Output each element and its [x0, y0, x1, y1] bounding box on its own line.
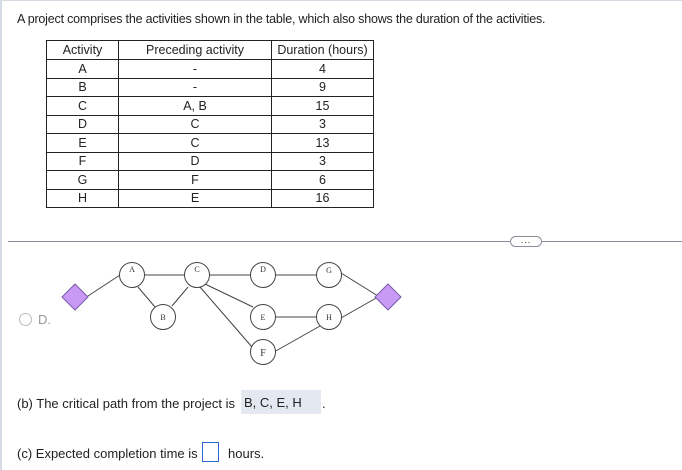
- option-d-label[interactable]: D.: [38, 312, 51, 327]
- svg-text:F: F: [260, 348, 266, 359]
- cell-duration: 9: [271, 77, 374, 97]
- top-border: [0, 0, 682, 1]
- table-row: A-4: [46, 59, 374, 79]
- expand-more-button[interactable]: ...: [510, 236, 542, 247]
- header-preceding: Preceding activity: [118, 40, 272, 60]
- cell-duration: 3: [271, 151, 374, 171]
- cell-duration: 16: [271, 188, 374, 208]
- svg-text:A: A: [129, 265, 135, 274]
- completion-time-input[interactable]: [202, 442, 219, 462]
- cell-preceding: -: [118, 59, 272, 79]
- node-e: [250, 304, 276, 330]
- cell-activity: B: [46, 77, 119, 97]
- part-b-suffix: .: [322, 396, 326, 411]
- cell-preceding: -: [118, 77, 272, 97]
- network-diagram: A B C D E F G H: [61, 262, 402, 365]
- node-g: [316, 262, 342, 288]
- node-b: [150, 304, 176, 330]
- critical-path-answer[interactable]: B, C, E, H: [241, 390, 321, 414]
- cell-preceding: F: [118, 170, 272, 190]
- cell-activity: H: [46, 188, 119, 208]
- part-b-prompt: (b) The critical path from the project i…: [17, 396, 235, 411]
- cell-duration: 13: [271, 133, 374, 153]
- header-duration: Duration (hours): [271, 40, 374, 60]
- cell-preceding: C: [118, 133, 272, 153]
- question-intro: A project comprises the activities shown…: [17, 12, 546, 26]
- cell-activity: G: [46, 170, 119, 190]
- node-f: [250, 339, 276, 365]
- node-h: [316, 304, 342, 330]
- left-border: [0, 0, 2, 470]
- cell-preceding: A, B: [118, 96, 272, 116]
- option-d-radio[interactable]: [19, 313, 32, 326]
- header-activity: Activity: [46, 40, 119, 60]
- cell-preceding: D: [118, 151, 272, 171]
- cell-activity: D: [46, 114, 119, 134]
- cell-duration: 3: [271, 114, 374, 134]
- cell-preceding: C: [118, 114, 272, 134]
- activity-table: Activity Preceding activity Duration (ho…: [46, 40, 374, 208]
- cell-activity: C: [46, 96, 119, 116]
- svg-text:B: B: [160, 313, 165, 322]
- part-c-prompt: (c) Expected completion time is: [17, 446, 198, 461]
- cell-activity: F: [46, 151, 119, 171]
- node-d: [250, 262, 276, 288]
- svg-text:G: G: [326, 266, 332, 275]
- svg-text:H: H: [326, 313, 332, 322]
- cell-duration: 15: [271, 96, 374, 116]
- cell-activity: A: [46, 59, 119, 79]
- part-c-unit: hours.: [228, 446, 265, 461]
- svg-text:C: C: [194, 265, 199, 274]
- end-node-icon: [374, 283, 402, 311]
- cell-duration: 4: [271, 59, 374, 79]
- node-c: [184, 262, 210, 288]
- start-node-icon: [61, 283, 89, 311]
- svg-text:D: D: [260, 265, 266, 274]
- node-a: [119, 262, 145, 288]
- cell-duration: 6: [271, 170, 374, 190]
- section-divider: [8, 241, 682, 242]
- svg-text:E: E: [261, 313, 266, 322]
- table-header-row: Activity Preceding activity Duration (ho…: [46, 40, 374, 60]
- table-row: B-9: [46, 77, 374, 97]
- cell-activity: E: [46, 133, 119, 153]
- cell-preceding: E: [118, 188, 272, 208]
